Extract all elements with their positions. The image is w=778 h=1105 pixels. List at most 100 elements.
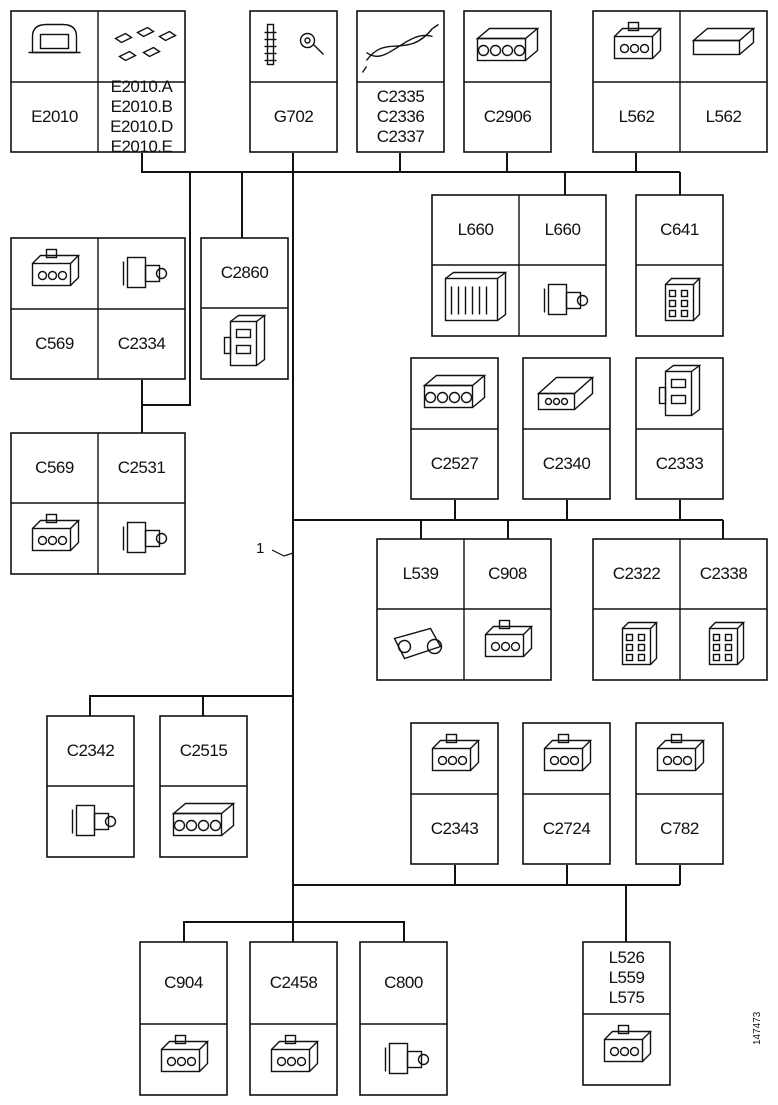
connector-label: C569 xyxy=(11,433,98,503)
connector-label: C2458 xyxy=(250,942,337,1024)
connector-id: C2334 xyxy=(117,334,166,353)
connector-id: C2340 xyxy=(542,454,591,473)
connector-label: L562 xyxy=(593,82,680,152)
connector-label: L539 xyxy=(377,539,464,609)
block-connector-icon xyxy=(171,802,236,837)
cube-connector-icon xyxy=(621,621,659,666)
ecu-connector-icon xyxy=(28,23,81,54)
harness-callout-label: 1 xyxy=(256,540,265,557)
plug-connector-icon xyxy=(543,283,589,316)
conn-connector-icon xyxy=(31,248,81,287)
pins-connector-icon xyxy=(114,26,177,62)
connector-id: C2906 xyxy=(483,107,532,126)
frame-connector-icon xyxy=(444,271,508,322)
connector-id: C569 xyxy=(35,334,74,353)
connector-id: L562 xyxy=(705,107,742,126)
connector-id: C908 xyxy=(488,564,527,583)
connector-label: C2338 xyxy=(680,539,767,609)
connector-label: C908 xyxy=(464,539,551,609)
connector-id: L660 xyxy=(544,220,581,239)
connector-id: C2860 xyxy=(220,263,269,282)
connector-id: E2010.D xyxy=(110,117,173,136)
connector-id: C2342 xyxy=(66,741,115,760)
connector-id: C2333 xyxy=(655,454,704,473)
connector-id: L575 xyxy=(608,988,645,1007)
connector-id: E2010 xyxy=(31,107,78,126)
connector-id: C2335 xyxy=(376,87,425,106)
connector-label: C2515 xyxy=(160,716,247,786)
connector-id: C2527 xyxy=(430,454,479,473)
connector-id: C2343 xyxy=(430,819,479,838)
conn-connector-icon xyxy=(431,733,481,772)
twisted-connector-icon xyxy=(361,23,439,73)
connector-id: L539 xyxy=(402,564,439,583)
wide-connector-icon xyxy=(536,376,595,411)
plug-connector-icon xyxy=(71,804,117,837)
connector-id: L559 xyxy=(608,968,645,987)
connector-label: L660 xyxy=(432,195,519,265)
conn-connector-icon xyxy=(31,513,81,552)
connector-id: C2531 xyxy=(117,458,166,477)
connector-label: C2906 xyxy=(464,82,551,152)
block-connector-icon xyxy=(422,374,487,409)
connector-label: C2531 xyxy=(98,433,185,503)
connector-label: C904 xyxy=(140,942,227,1024)
connector-box xyxy=(249,941,338,1096)
connector-label: C569 xyxy=(11,309,98,379)
connector-id: C2337 xyxy=(376,127,425,146)
connector-label: C2333 xyxy=(636,429,723,499)
block-connector-icon xyxy=(475,27,540,62)
connector-label: C800 xyxy=(360,942,447,1024)
connector-id: C2724 xyxy=(542,819,591,838)
plug-connector-icon xyxy=(122,256,168,289)
figure-code: 147473 xyxy=(752,1011,763,1045)
connector-label: C2343 xyxy=(411,794,498,864)
plug-connector-icon xyxy=(122,521,168,554)
connector-id: C2515 xyxy=(179,741,228,760)
cube-connector-icon xyxy=(708,621,746,666)
connector-label: C2724 xyxy=(523,794,610,864)
connector-box xyxy=(359,941,448,1096)
plug-connector-icon xyxy=(384,1042,430,1075)
connector-id: E2010.A xyxy=(110,77,173,96)
conn-connector-icon xyxy=(603,1024,653,1063)
connector-label: C2334 xyxy=(98,309,185,379)
connector-label: E2010 xyxy=(11,82,98,152)
connector-id: C800 xyxy=(384,973,423,992)
connector-id: C641 xyxy=(660,220,699,239)
connector-label: C2322 xyxy=(593,539,680,609)
connector-id: G702 xyxy=(273,107,314,126)
ground-connector-icon xyxy=(264,23,324,66)
bar-connector-icon xyxy=(691,27,756,56)
wire-segment xyxy=(89,695,293,716)
connector-label: C2527 xyxy=(411,429,498,499)
connector-id: L660 xyxy=(457,220,494,239)
tall-connector-icon xyxy=(223,314,267,367)
connector-label: C641 xyxy=(636,195,723,265)
connector-id: E2010.B xyxy=(110,97,173,116)
connector-label: L562 xyxy=(680,82,767,152)
connector-label: C2340 xyxy=(523,429,610,499)
conn-connector-icon xyxy=(270,1034,320,1073)
round-connector-icon xyxy=(393,627,443,660)
connector-label: G702 xyxy=(250,82,337,152)
conn-connector-icon xyxy=(613,21,663,60)
connector-id: C2336 xyxy=(376,107,425,126)
connector-id: C2338 xyxy=(699,564,748,583)
connector-id: L526 xyxy=(608,948,645,967)
connector-box xyxy=(139,941,228,1096)
conn-connector-icon xyxy=(656,733,706,772)
connector-label: L660 xyxy=(519,195,606,265)
conn-connector-icon xyxy=(543,733,593,772)
callout-leader xyxy=(271,549,294,557)
conn-connector-icon xyxy=(484,619,534,658)
connector-label: C2860 xyxy=(201,238,288,308)
connector-id: C2458 xyxy=(269,973,318,992)
connector-label: C782 xyxy=(636,794,723,864)
connector-id: C569 xyxy=(35,458,74,477)
